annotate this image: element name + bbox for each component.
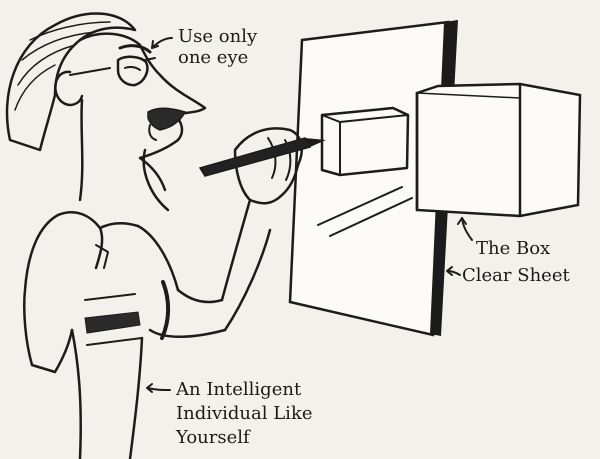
label-yourself: Yourself xyxy=(176,427,250,448)
box-pointer-arrow xyxy=(457,217,473,241)
box-drawing-on-sheet xyxy=(320,106,410,177)
label-the-box: The Box xyxy=(476,238,551,259)
label-an-intelligent: An Intelligent xyxy=(176,379,302,400)
label-individual-like: Individual Like xyxy=(176,403,313,424)
eye-pointer-arrow xyxy=(151,37,173,49)
label-use-only: Use only xyxy=(178,26,258,47)
person-pointer-arrow xyxy=(146,383,171,393)
label-clear-sheet: Clear Sheet xyxy=(462,265,570,286)
label-one-eye: one eye xyxy=(178,47,249,68)
person xyxy=(5,12,326,459)
sheet-pointer-arrow xyxy=(446,266,461,276)
the-box xyxy=(415,82,582,218)
